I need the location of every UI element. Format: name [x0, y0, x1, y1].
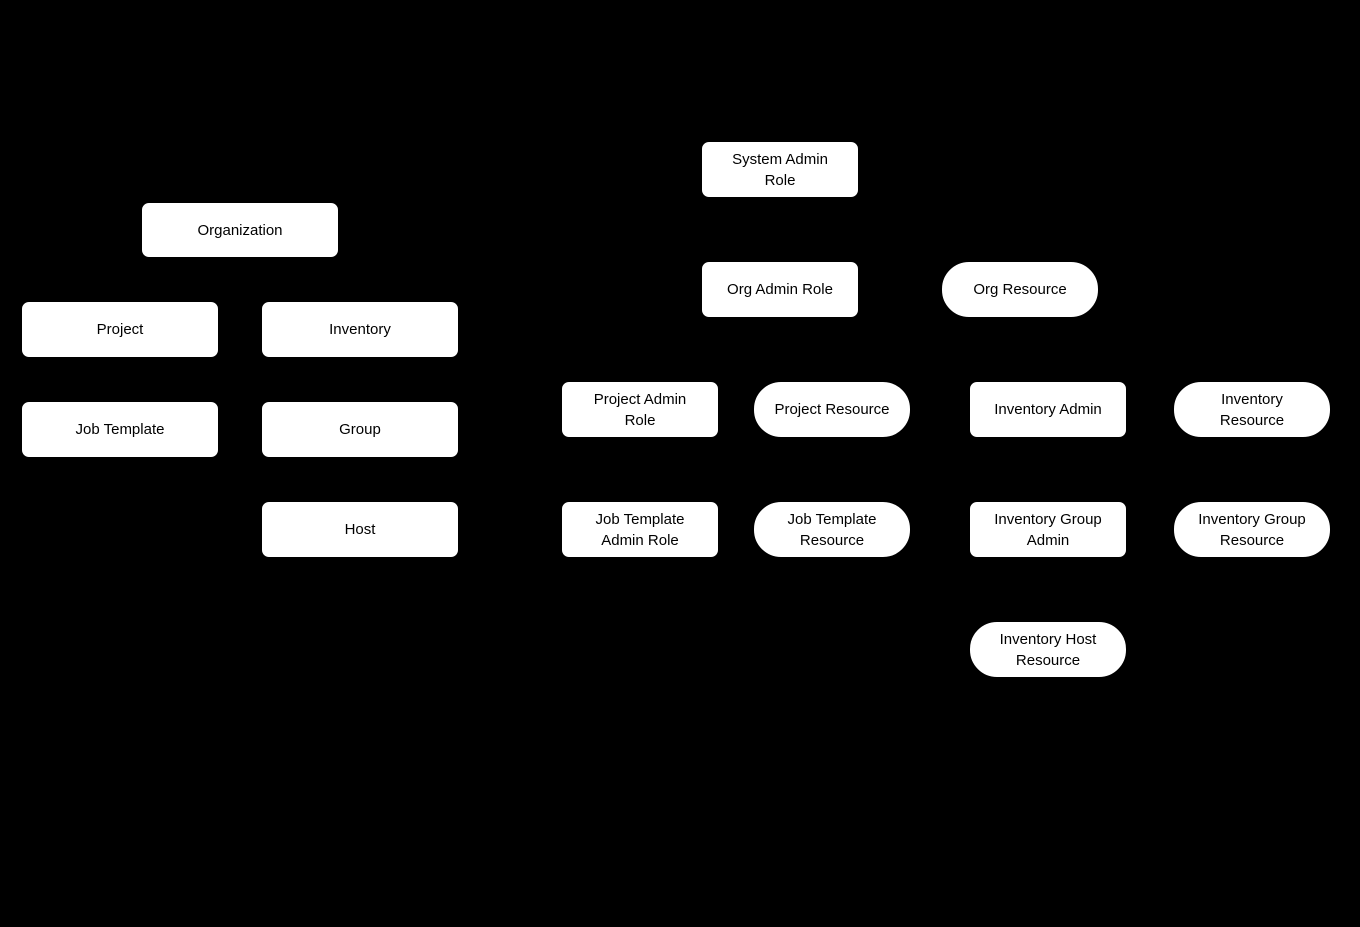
node-label-inventory-host-resource: Inventory Host Resource: [999, 630, 1097, 669]
node-job-template: Job Template: [21, 401, 219, 458]
node-label-inventory-resource: Inventory Resource: [1219, 390, 1285, 429]
node-label-org-resource: Org Resource: [973, 281, 1067, 298]
node-label-project-resource: Project Resource: [774, 401, 890, 418]
node-label-organization: Organization: [197, 221, 283, 239]
node-inventory-group-admin: Inventory Group Admin: [969, 501, 1127, 558]
node-inventory-host-resource: Inventory Host Resource: [969, 621, 1127, 678]
node-label-project: Project: [96, 321, 144, 338]
node-job-template-admin-role: Job Template Admin Role: [561, 501, 719, 558]
node-org-admin-role: Org Admin Role: [701, 261, 859, 318]
node-job-template-resource: Job Template Resource: [753, 501, 911, 558]
node-label-job-template-admin-role: Job Template Admin Role: [595, 510, 685, 549]
node-label-job-template-resource: Job Template Resource: [787, 510, 877, 549]
node-label-org-admin-role: Org Admin Role: [727, 281, 833, 298]
node-inventory-resource: Inventory Resource: [1173, 381, 1331, 438]
node-label-system-admin-role: System Admin Role: [732, 150, 828, 189]
node-inventory: Inventory: [261, 301, 459, 358]
node-label-host: Host: [344, 521, 376, 538]
node-project: Project: [21, 301, 219, 358]
node-label-inventory: Inventory: [329, 321, 391, 338]
node-group: Group: [261, 401, 459, 458]
node-label-job-template: Job Template: [75, 421, 165, 438]
node-label-group: Group: [339, 421, 381, 438]
node-system-admin-role: System Admin Role: [701, 141, 859, 198]
node-organization: Organization: [141, 202, 339, 258]
node-host: Host: [261, 501, 459, 558]
node-project-admin-role: Project Admin Role: [561, 381, 719, 438]
node-inventory-group-resource: Inventory Group Resource: [1173, 501, 1331, 558]
node-inventory-admin: Inventory Admin: [969, 381, 1127, 438]
node-org-resource: Org Resource: [941, 261, 1099, 318]
node-project-resource: Project Resource: [753, 381, 911, 438]
node-label-inventory-group-resource: Inventory Group Resource: [1198, 510, 1306, 549]
node-label-inventory-group-admin: Inventory Group Admin: [994, 510, 1102, 549]
node-label-project-admin-role: Project Admin Role: [593, 390, 687, 429]
node-label-inventory-admin: Inventory Admin: [994, 401, 1102, 418]
